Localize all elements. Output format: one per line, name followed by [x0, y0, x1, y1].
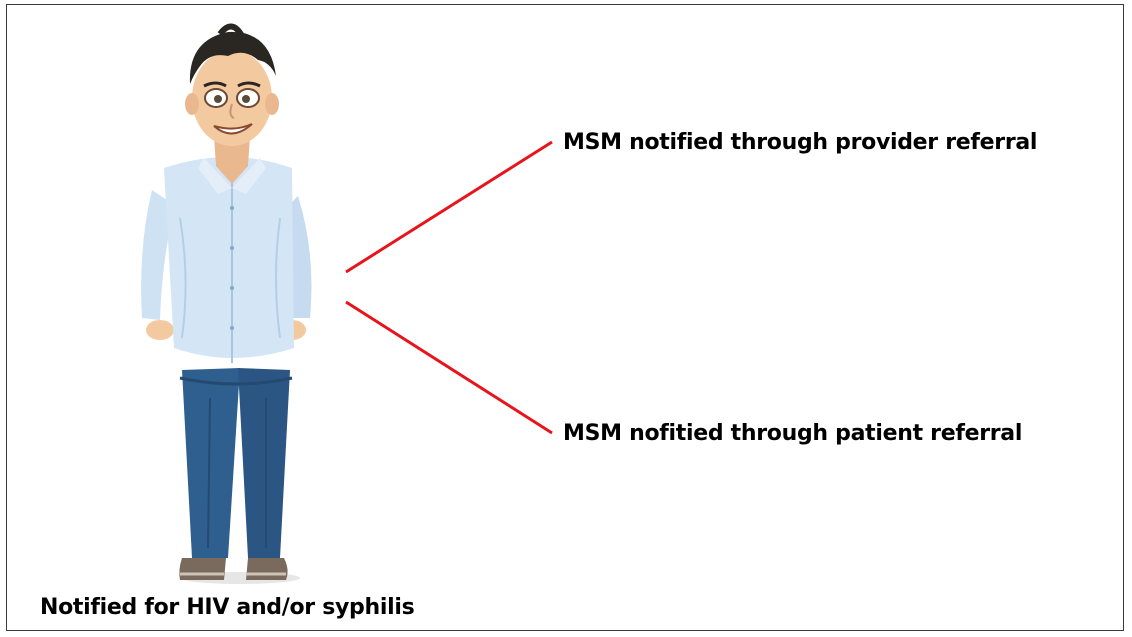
cartoon-man-icon [141, 23, 312, 584]
branch-label-provider-referral: MSM notified through provider referral [563, 130, 1038, 155]
connector-line-patient [345, 300, 553, 435]
person-caption: Notified for HIV and/or syphilis [40, 595, 415, 620]
connector-line-provider [345, 140, 553, 274]
branch-label-patient-referral: MSM nofitied through patient referral [563, 421, 1023, 446]
